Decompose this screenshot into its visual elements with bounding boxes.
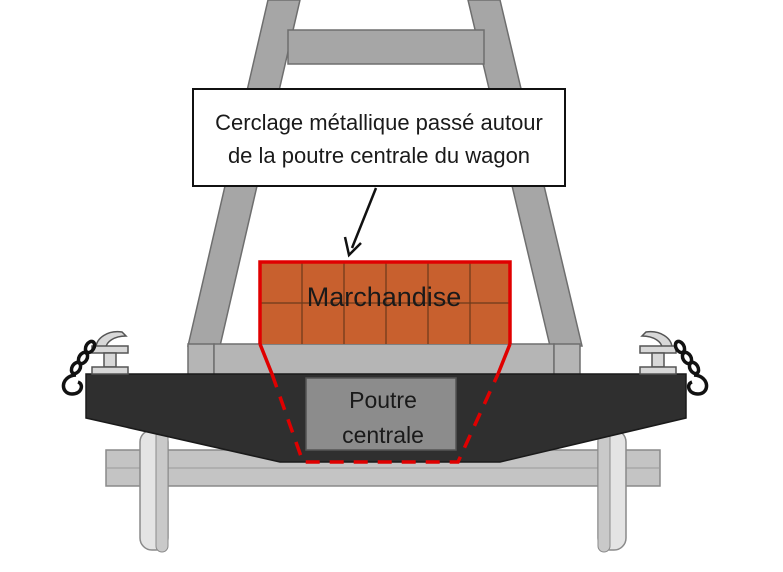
deck-left-block [187,343,215,377]
central-beam-box [305,377,457,451]
axle [105,429,661,553]
wheel-left-inner [155,429,169,553]
rail-clip-left-hook [95,330,128,349]
central-beam: Poutre centrale [305,377,457,451]
callout-line2: de la poutre centrale du wagon [228,143,530,168]
chain-left [61,339,97,396]
cargo-label: Marchandise [307,282,462,312]
callout-arrow-shaft [350,187,378,249]
strap-left-solid [258,343,274,375]
central-beam-label-line1: Poutre [349,387,417,413]
rail-clip-left [91,330,129,375]
callout: Cerclage métallique passé autour de la p… [192,88,566,258]
strap-solid [258,260,512,344]
callout-box [192,88,566,187]
strap-dashed [270,373,500,464]
wheel-right-inner [597,429,611,553]
rail-clip-right [639,330,677,375]
strap-right-solid [496,343,512,375]
callout-line1: Cerclage métallique passé autour [215,110,543,135]
deck [187,343,581,377]
cargo-grid [260,262,510,344]
cargo: Marchandise [260,262,510,344]
chain-left-hook [61,373,84,396]
callout-arrow-head [343,236,362,258]
chain-right-hook [686,373,709,396]
deck-right-block [553,343,581,377]
rail-clip-right-hook [640,330,673,349]
metal-strap [258,260,512,464]
mast-crossbar [287,29,485,65]
central-beam-label-line2: centrale [342,422,424,448]
chain-right [673,339,709,396]
